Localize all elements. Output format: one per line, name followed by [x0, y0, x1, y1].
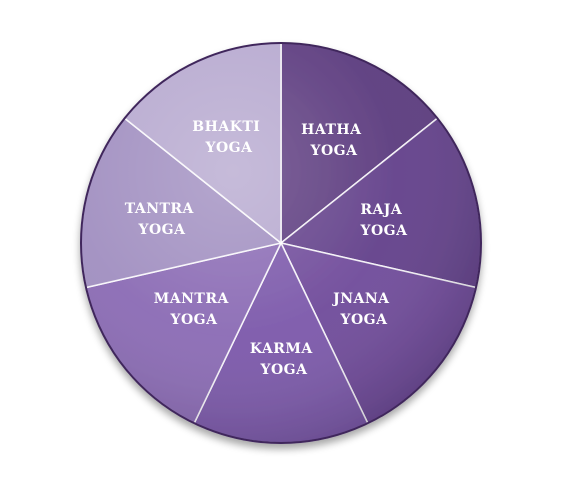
segment-label-raja: RAJA YOGA — [359, 202, 408, 239]
segment-label-bhakti: BHAKTI YOGA — [192, 119, 265, 156]
segment-label-hatha: HATHA YOGA — [301, 122, 367, 159]
wheel-slices — [80, 42, 482, 444]
yoga-wheel — [80, 42, 482, 444]
wheel-rim — [80, 42, 482, 444]
wheel-labels: HATHA YOGA RAJA YOGA JNANA YOGA KARMA YO… — [125, 119, 408, 378]
segment-label-karma: KARMA YOGA — [250, 341, 318, 378]
segment-label-tantra: TANTRA YOGA — [125, 201, 200, 238]
segment-label-mantra: MANTRA YOGA — [154, 291, 234, 328]
segment-label-jnana: JNANA YOGA — [331, 291, 395, 328]
